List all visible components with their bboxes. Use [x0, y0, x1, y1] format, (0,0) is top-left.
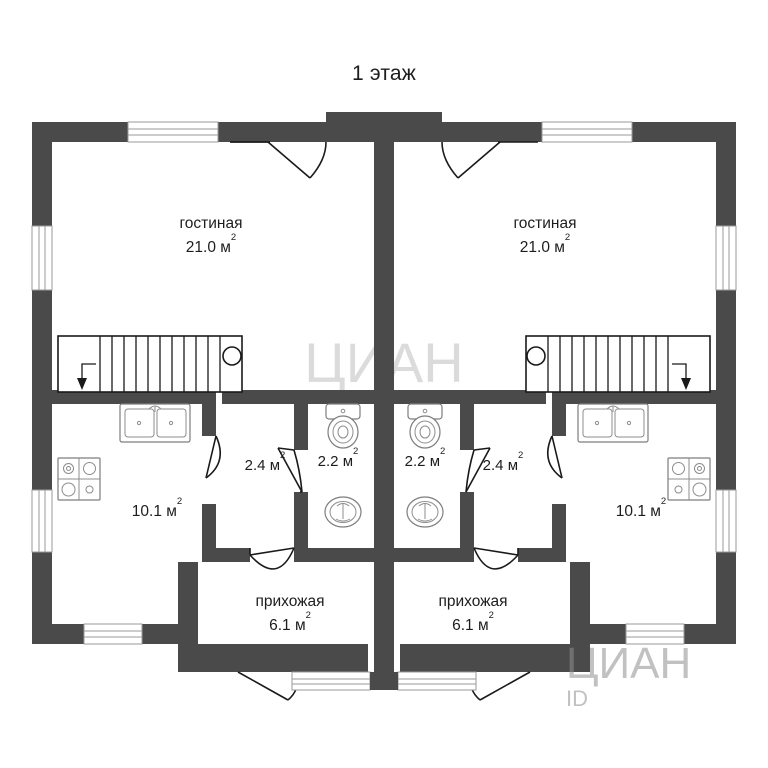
- room-label-bath-right-area: 2.2 м2: [405, 446, 446, 470]
- staircase-icon-right: [525, 335, 711, 393]
- wall-right-1: [716, 122, 736, 226]
- wall-bottom-4: [684, 624, 736, 644]
- room-label-living-left-name: гостиная: [179, 215, 242, 232]
- wall-l-kitchen-top: [52, 390, 202, 404]
- wall-left-3: [32, 552, 52, 644]
- room-label-hall-right-area: 6.1 м2: [452, 610, 494, 634]
- watermark-sub-text: ID: [566, 686, 588, 711]
- watermark-cian: ЦИАН ID: [566, 639, 691, 711]
- door-entrance-left: [237, 671, 300, 701]
- door-corridor-left-b: [277, 447, 303, 493]
- wall-r-bath-top: [374, 390, 474, 404]
- wall-bottom-step-right: [400, 644, 590, 672]
- door-corridor-right-b: [465, 447, 491, 493]
- wall-r-kitchen-top: [566, 390, 716, 404]
- washbasin-icon-right: [406, 496, 444, 528]
- wall-right-2: [716, 290, 736, 490]
- cooktop-icon-left: [57, 457, 101, 501]
- wall-r-vert-b: [552, 504, 566, 562]
- wall-l-vert-b: [202, 504, 216, 562]
- window-right-living: [715, 225, 737, 291]
- kitchen-sink-icon-left: [119, 403, 191, 443]
- outer-walls: [32, 112, 736, 672]
- stair-down-arrow-right: [681, 378, 691, 390]
- windows: [31, 121, 737, 645]
- wall-r-vert-c: [460, 404, 474, 450]
- wall-r-hall-top-b: [374, 548, 474, 562]
- wall-r-corridor-top: [474, 390, 546, 404]
- room-label-living-right-area: 21.0 м2: [520, 232, 570, 256]
- stair-down-arrow-left: [77, 378, 87, 390]
- room-label-kitchen-right-area: 10.1 м2: [616, 496, 666, 520]
- window-bottom-right: [625, 623, 685, 645]
- wall-top-1: [32, 122, 128, 142]
- door-hall-left: [249, 547, 295, 570]
- window-porch-right: [397, 671, 477, 691]
- wall-left-porch-side: [178, 562, 198, 672]
- room-label-hall-left-area: 6.1 м2: [269, 610, 311, 634]
- wall-bottom-1: [32, 624, 84, 644]
- room-label-living-right-name: гостиная: [513, 215, 576, 232]
- wall-top-2: [218, 122, 326, 142]
- window-left-living: [31, 225, 53, 291]
- door-corridor-left-a: [205, 435, 222, 479]
- wall-l-corridor-top: [222, 390, 294, 404]
- wall-l-vert-d: [294, 492, 308, 562]
- wall-right-3: [716, 552, 736, 644]
- door-hall-right: [473, 547, 519, 570]
- wall-left-2: [32, 290, 52, 490]
- wall-l-hall-top-b: [294, 548, 394, 562]
- window-bottom-left: [83, 623, 143, 645]
- staircase-icon-left: [57, 335, 243, 393]
- window-left-kitchen: [31, 489, 53, 553]
- window-porch-left: [291, 671, 371, 691]
- door-top-left: [230, 141, 327, 179]
- interior-walls-left: [52, 390, 394, 562]
- door-corridor-right-a: [546, 435, 563, 479]
- wall-l-bath-top: [294, 390, 394, 404]
- room-label-living-left-area: 21.0 м2: [186, 232, 236, 256]
- wall-bottom-3: [578, 624, 626, 644]
- wall-l-vert-c: [294, 404, 308, 450]
- page-title: 1 этаж: [351, 62, 417, 85]
- wall-porch-center: [370, 672, 398, 690]
- wall-left-1: [32, 122, 52, 226]
- wall-top-4: [632, 122, 736, 142]
- party-wall-lower: [374, 390, 394, 672]
- toilet-icon-right: [407, 403, 443, 449]
- window-right-kitchen: [715, 489, 737, 553]
- wall-bottom-step-left: [178, 644, 368, 672]
- cooktop-icon-right: [667, 457, 711, 501]
- wall-r-vert-a: [552, 390, 566, 436]
- door-top-right: [441, 141, 538, 179]
- window-top-right: [541, 121, 633, 143]
- window-top-left: [127, 121, 219, 143]
- room-label-kitchen-left-area: 10.1 м2: [132, 496, 182, 520]
- wall-l-hall-top-a: [202, 548, 250, 562]
- washbasin-icon-left: [324, 496, 362, 528]
- porch-windows: [291, 671, 477, 691]
- door-entrance-right: [468, 671, 531, 701]
- toilet-icon-left: [325, 403, 361, 449]
- room-labels: гостиная 21.0 м2 гостиная 21.0 м2 10.1 м…: [132, 215, 666, 634]
- party-wall-upper: [374, 122, 394, 390]
- kitchen-sink-icon-right: [577, 403, 649, 443]
- interior-walls-right: [374, 390, 716, 562]
- room-label-bath-left-area: 2.2 м2: [318, 446, 359, 470]
- wall-r-hall-top-a: [518, 548, 566, 562]
- room-label-hall-left-name: прихожая: [255, 593, 324, 610]
- wall-right-porch-side: [570, 562, 590, 672]
- wall-top-3: [442, 122, 542, 142]
- watermark-main-text: ЦИАН: [566, 639, 691, 688]
- room-label-corridor-right-area: 2.4 м2: [483, 450, 524, 474]
- wall-l-vert-a: [202, 390, 216, 436]
- room-label-corridor-left-area: 2.4 м2: [245, 450, 286, 474]
- central-party-wall: [374, 122, 394, 672]
- room-label-hall-right-name: прихожая: [438, 593, 507, 610]
- wall-r-vert-d: [460, 492, 474, 562]
